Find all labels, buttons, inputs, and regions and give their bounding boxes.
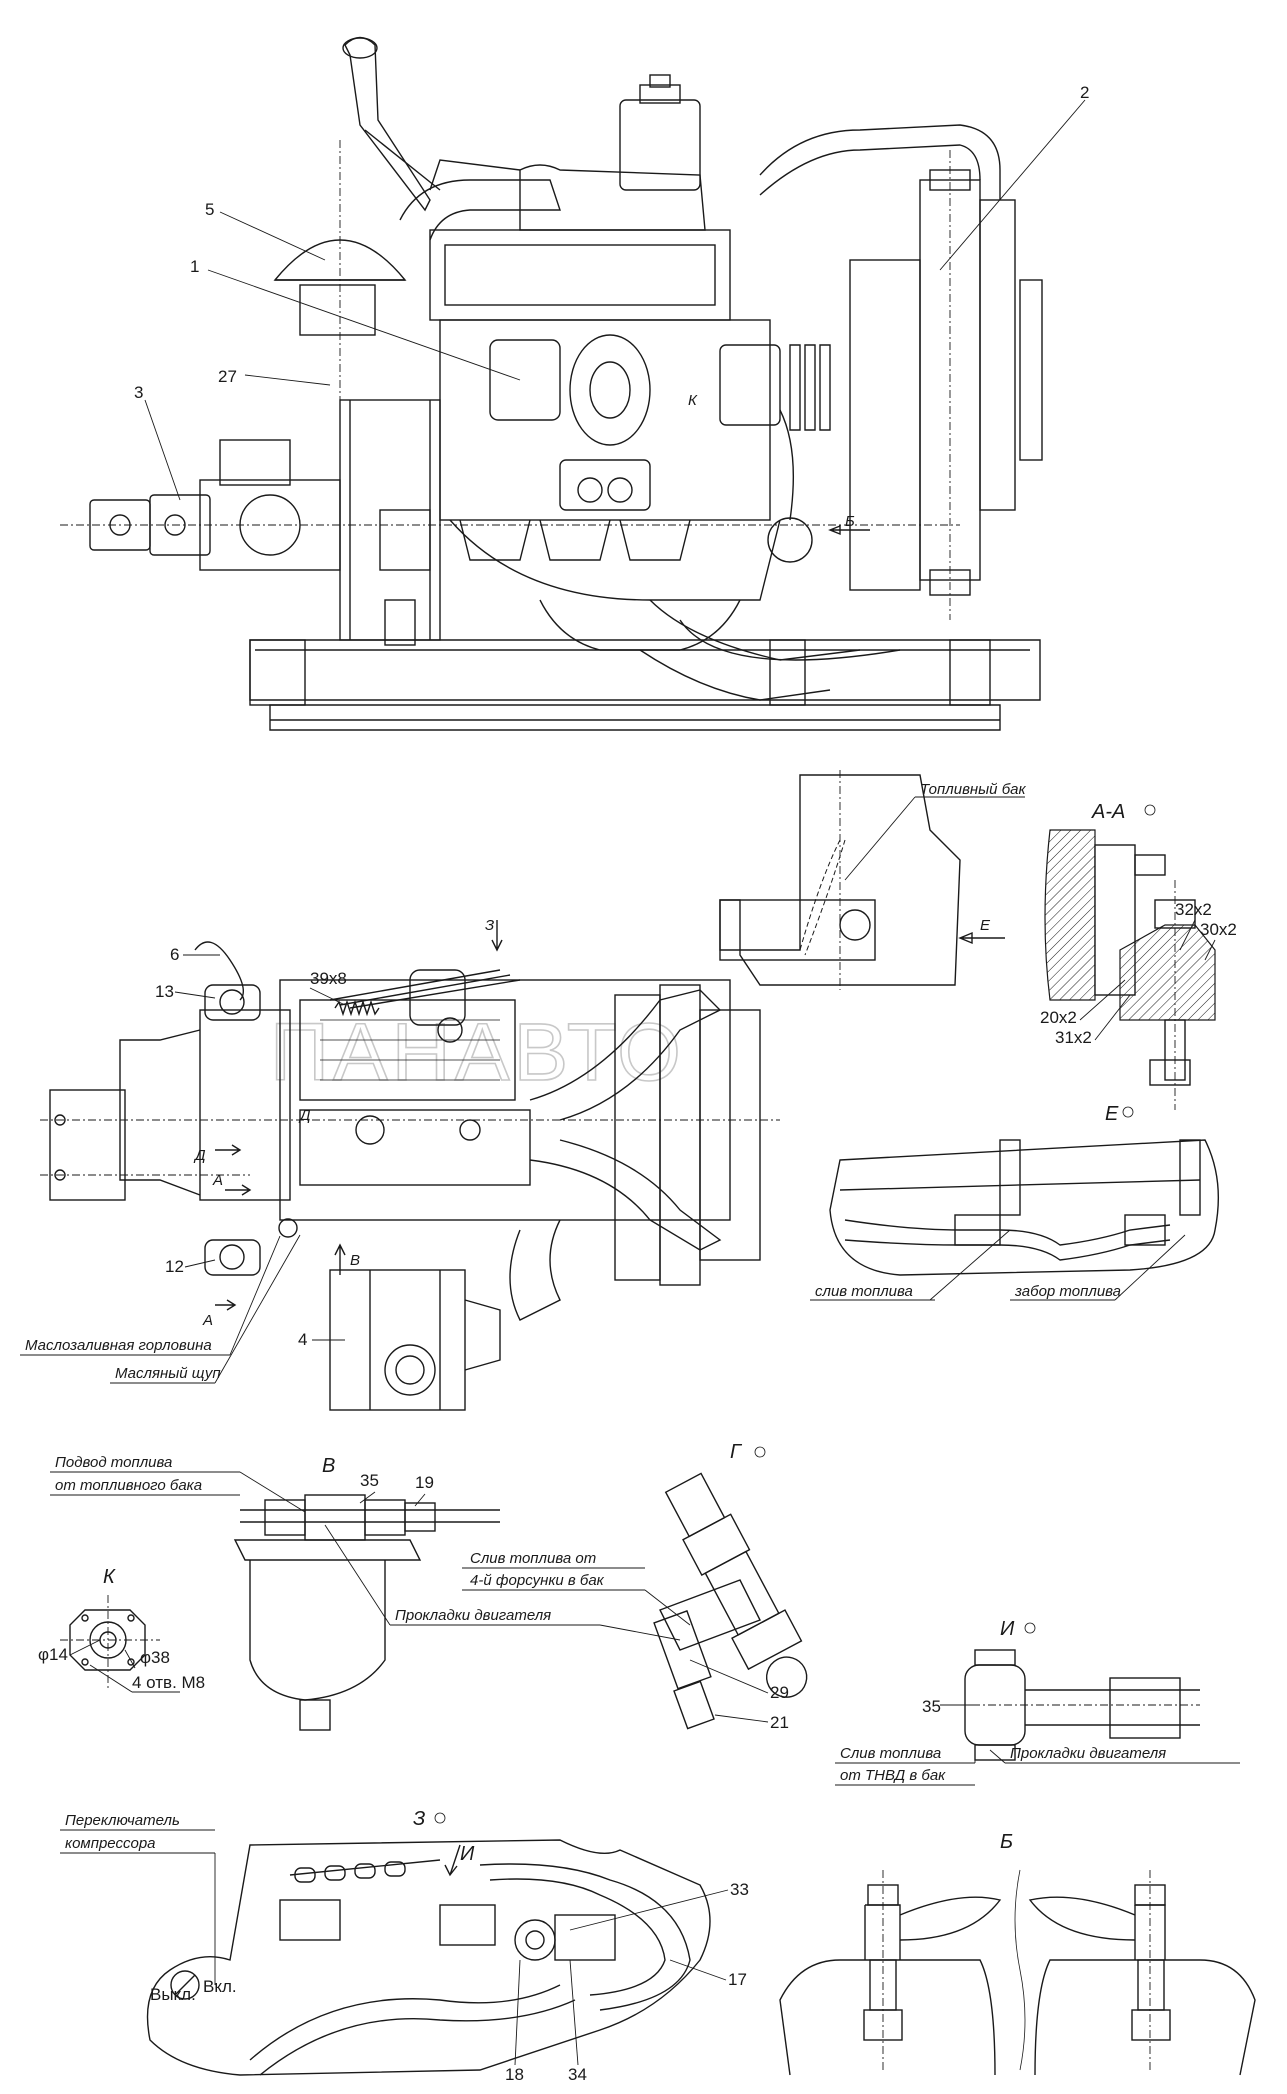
engine-side-view: 5 1 3 27 2 К Б — [60, 36, 1089, 731]
callout-35a: 35 — [360, 1471, 379, 1490]
switch-on-label: Вкл. — [203, 1977, 237, 1996]
callout-35b: 35 — [922, 1697, 941, 1716]
arrow-label-D2: Д — [298, 1107, 311, 1124]
fuel-drain-label: слив топлива — [815, 1283, 913, 1300]
view-B: Б — [779, 1831, 1256, 2076]
view-label-I: И — [1000, 1618, 1015, 1640]
engine-gaskets-label-2: Прокладки двигателя — [1010, 1745, 1166, 1762]
view-label-B: Б — [1000, 1831, 1013, 1853]
callout-2: 2 — [1080, 83, 1089, 102]
callout-31x2: 31х2 — [1055, 1028, 1092, 1047]
view-label-G: Г — [730, 1441, 743, 1463]
callout-33: 33 — [730, 1880, 749, 1899]
callout-34: 34 — [568, 2065, 587, 2084]
compressor-switch-label-2: компрессора — [65, 1835, 156, 1852]
view-label-V: В — [322, 1455, 335, 1477]
arrow-label-I: И — [460, 1843, 475, 1865]
drain-4th-label-1: Слив топлива от — [470, 1550, 596, 1567]
callout-3: 3 — [134, 383, 143, 402]
callout-6: 6 — [170, 945, 179, 964]
k-diameter-38: φ38 — [140, 1648, 170, 1667]
engine-gaskets-label-1: Прокладки двигателя — [395, 1607, 551, 1624]
arrow-label-K-main: К — [688, 392, 698, 409]
view-K: К φ14 φ38 4 отв. М8 — [38, 1566, 205, 1693]
callout-19: 19 — [415, 1473, 434, 1492]
callout-20x2: 20х2 — [1040, 1008, 1077, 1027]
arrow-label-B-main: Б — [845, 513, 855, 530]
view-label-Z: З — [413, 1808, 425, 1830]
section-AA: А-А 32х2 30х2 20х2 31х2 — [1040, 801, 1237, 1110]
callout-29: 29 — [770, 1683, 789, 1702]
fuel-supply-label-1: Подвод топлива — [55, 1454, 172, 1471]
fuel-tank-label: Топливный бак — [920, 781, 1026, 798]
drain-tnvd-label-2: от ТНВД в бак — [840, 1767, 946, 1784]
arrow-label-A1: А — [212, 1172, 223, 1189]
callout-13: 13 — [155, 982, 174, 1001]
view-label-AA: А-А — [1091, 801, 1125, 823]
arrow-label-V: В — [350, 1252, 360, 1269]
view-label-K: К — [103, 1566, 116, 1588]
view-V: Подвод топлива от топливного бака В 35 1… — [50, 1454, 681, 1731]
arrow-label-A2: А — [202, 1312, 213, 1329]
k-holes-label: 4 отв. М8 — [132, 1673, 205, 1692]
view-G: Г Слив топлива от 4-й форсунки в бак 29 … — [462, 1441, 808, 1732]
view-label-E: Е — [1105, 1103, 1119, 1125]
switch-off-label: Выкл. — [150, 1985, 196, 2004]
arrow-label-E: Е — [980, 917, 991, 934]
callout-17: 17 — [728, 1970, 747, 1989]
callout-30x2: 30х2 — [1200, 920, 1237, 939]
callout-12: 12 — [165, 1257, 184, 1276]
callout-32x2: 32х2 — [1175, 900, 1212, 919]
drain-tnvd-label-1: Слив топлива — [840, 1745, 941, 1762]
k-diameter-14: φ14 — [38, 1645, 68, 1664]
engine-plan-view: Топливный бак Е З — [20, 770, 1026, 1411]
view-Z: З И Переключатель компрессора Выкл. Вкл.… — [60, 1808, 749, 2084]
callout-1: 1 — [190, 257, 199, 276]
view-E: Е слив топлива забор топлива — [810, 1103, 1219, 1301]
oil-filler-label: Маслозаливная горловина — [25, 1337, 212, 1354]
callout-5: 5 — [205, 200, 214, 219]
watermark-text: ПАНАВТО — [270, 1007, 685, 1098]
callout-27: 27 — [218, 367, 237, 386]
callout-4: 4 — [298, 1330, 307, 1349]
view-I: И 35 Слив топлива от ТНВД в бак Прокладк… — [835, 1618, 1240, 1786]
compressor-switch-label-1: Переключатель — [65, 1812, 180, 1829]
arrow-label-D1: Д — [193, 1147, 206, 1164]
callout-39x8: 39х8 — [310, 969, 347, 988]
arrow-label-Z: З — [485, 917, 494, 934]
callout-21: 21 — [770, 1713, 789, 1732]
drain-4th-label-2: 4-й форсунки в бак — [470, 1572, 605, 1589]
fuel-supply-label-2: от топливного бака — [55, 1477, 202, 1494]
dipstick-label: Масляный щуп — [115, 1365, 221, 1382]
callout-18: 18 — [505, 2065, 524, 2084]
fuel-intake-label: забор топлива — [1014, 1283, 1121, 1300]
